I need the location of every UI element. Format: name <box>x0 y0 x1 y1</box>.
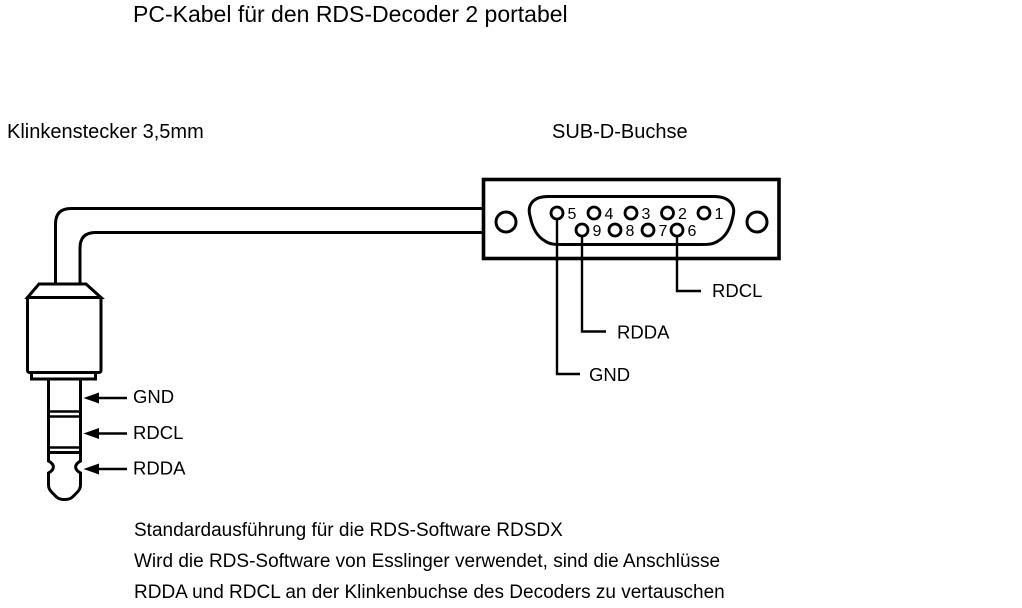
note-line: RDDA und RDCL an der Klinkenbuchse des D… <box>134 582 725 603</box>
note-line: Wird die RDS-Software von Esslinger verw… <box>134 551 720 572</box>
arrow-left-icon <box>83 392 99 404</box>
jack-contact-label: GND <box>133 386 174 407</box>
cable <box>54 207 483 286</box>
jack-header: Klinkenstecker 3,5mm <box>7 121 204 143</box>
cable-conductor-outer <box>54 207 483 286</box>
cable-conductor-inner <box>78 231 483 286</box>
leader-line-pin6 <box>675 236 701 293</box>
subd-pin-number: 7 <box>659 223 668 240</box>
subd-signal-label: GND <box>589 364 630 385</box>
subd-signal-label: RDDA <box>617 322 670 343</box>
leader-line-pin5 <box>555 219 580 376</box>
subd-pin-3-hole <box>623 205 639 221</box>
subd-pin-number: 3 <box>642 206 651 223</box>
subd-pin-9-hole <box>574 222 590 238</box>
subd-wire-rdda: RDDA <box>580 236 670 343</box>
note-line: Standardausführung für die RDS-Software … <box>134 520 563 541</box>
subd-wire-gnd: GND <box>555 219 630 385</box>
subd-shell <box>481 177 781 261</box>
jack-plug: GND RDCL RDDA <box>24 282 186 501</box>
subd-pin-6-hole <box>669 222 685 238</box>
jack-strain-relief <box>24 282 105 299</box>
subd-pin-number: 5 <box>568 206 577 223</box>
jack-contact-label: RDDA <box>133 458 186 479</box>
subd-pin-5-hole <box>549 205 565 221</box>
leader-line-pin9 <box>580 236 606 333</box>
jack-body <box>26 296 103 374</box>
subd-header: SUB-D-Buchse <box>552 121 688 143</box>
jack-tip <box>47 451 82 501</box>
subd-pin-4-hole <box>586 205 602 221</box>
subd-pin-7-hole <box>640 222 656 238</box>
subd-wire-rdcl: RDCL <box>675 236 762 301</box>
subd-pin-2-hole <box>660 205 675 221</box>
jack-contact-rdcl: RDCL <box>83 422 183 443</box>
arrow-left-icon <box>83 463 99 475</box>
notes-block: Standardausführung für die RDS-Software … <box>134 520 725 603</box>
subd-pin-number: 1 <box>715 206 724 223</box>
subd-pin-number: 9 <box>593 223 602 240</box>
subd-mounting-hole-left <box>494 210 518 234</box>
arrow-left-icon <box>83 428 99 439</box>
jack-contact-gnd: GND <box>83 386 174 407</box>
subd-signal-label: RDCL <box>712 280 762 301</box>
subd-pin-number: 4 <box>605 206 614 223</box>
subd-pin-8-hole <box>607 222 623 238</box>
subd-socket: GND RDDA RDCL 5 4 3 2 1 <box>481 177 781 385</box>
subd-pin-number: 8 <box>626 223 635 240</box>
subd-mounting-hole-right <box>745 210 769 234</box>
jack-contact-label: RDCL <box>133 422 183 443</box>
subd-pin-number: 2 <box>678 206 687 223</box>
subd-pin-number: 6 <box>688 223 697 240</box>
jack-contact-rdda: RDDA <box>83 458 186 479</box>
subd-pin-1-hole <box>696 205 712 221</box>
page-title: PC-Kabel für den RDS-Decoder 2 portabel <box>133 1 568 27</box>
